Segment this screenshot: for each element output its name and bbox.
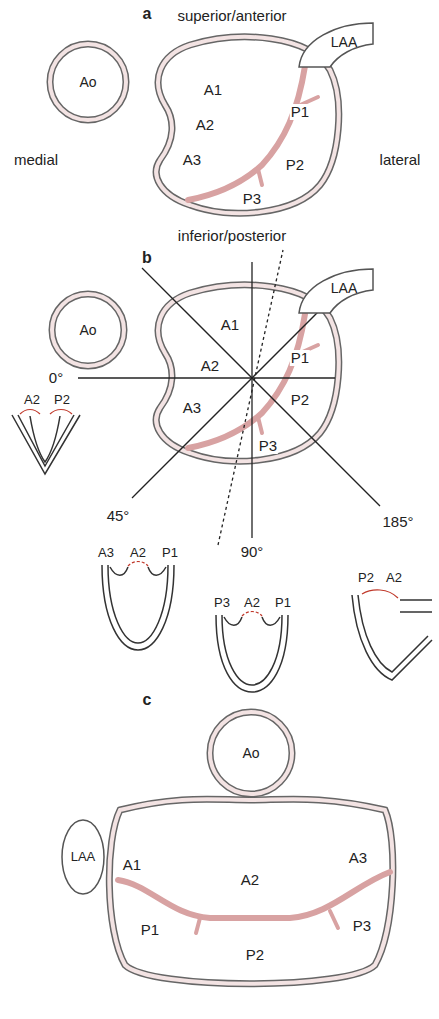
part-label: P1 <box>140 922 160 938</box>
part-label: A2 <box>23 392 41 408</box>
appendage-outline <box>299 269 373 313</box>
part-label: A1 <box>203 82 223 98</box>
part-label: 45° <box>106 508 131 524</box>
appendage-shape: LAA <box>296 266 376 316</box>
part-label: P3 <box>242 191 262 207</box>
part-label: P2 <box>357 570 375 586</box>
node-label: LAA <box>71 849 96 865</box>
part-label: A3 <box>182 400 202 416</box>
scan-plane-lines <box>78 250 380 545</box>
panel-letter: a <box>142 6 153 22</box>
part-label: P3 <box>352 918 372 934</box>
part-label: superior/anterior <box>176 8 287 24</box>
part-label: P2 <box>53 392 71 408</box>
part-label: P3 <box>213 595 231 611</box>
ring-outline <box>52 294 124 366</box>
part-label: A3 <box>348 850 368 866</box>
part-label: medial <box>13 152 59 168</box>
part-label: A1 <box>122 857 142 873</box>
part-label: A2 <box>240 872 260 888</box>
part-label: inferior/posterior <box>177 228 287 244</box>
part-label: P1 <box>161 545 179 561</box>
part-label: P2 <box>290 392 310 408</box>
node-label: Ao <box>242 745 259 761</box>
part-label: A3 <box>97 545 115 561</box>
appendage-shape: LAA <box>60 818 106 896</box>
ring-outline <box>210 712 292 794</box>
part-label: P3 <box>258 438 278 454</box>
part-label: 0° <box>48 370 64 386</box>
echo-view-sketches <box>12 410 432 693</box>
part-label: P1 <box>290 104 310 120</box>
ring-outline <box>210 712 292 794</box>
aorta-circle: Ao <box>48 290 128 370</box>
panel-letter: b <box>141 250 153 266</box>
node-label: Ao <box>79 322 96 338</box>
mitral-annulus <box>109 799 393 984</box>
appendage-shape: LAA <box>296 20 376 70</box>
appendage-outline <box>299 23 373 67</box>
part-label: P2 <box>245 947 265 963</box>
part-label: 185° <box>381 514 414 530</box>
part-label: P1 <box>290 350 310 366</box>
node-label: LAA <box>331 280 357 296</box>
panel-letter: c <box>142 692 153 708</box>
node-label: Ao <box>79 74 96 90</box>
part-label: A2 <box>129 545 147 561</box>
part-label: P2 <box>285 157 305 173</box>
part-label: lateral <box>379 152 422 168</box>
part-label: 90° <box>240 544 265 560</box>
part-label: A2 <box>385 570 403 586</box>
aorta-circle: Ao <box>206 708 296 798</box>
node-label: LAA <box>331 34 357 50</box>
part-label: A3 <box>182 152 202 168</box>
appendage-outline <box>62 820 104 894</box>
part-label: A2 <box>243 595 261 611</box>
part-label: P1 <box>274 595 292 611</box>
ring-outline <box>50 44 126 120</box>
part-label: A2 <box>200 358 220 374</box>
aorta-circle: Ao <box>46 40 130 124</box>
ring-outline <box>50 44 126 120</box>
part-label: A2 <box>195 117 215 133</box>
part-label: A1 <box>220 317 240 333</box>
ring-outline <box>52 294 124 366</box>
